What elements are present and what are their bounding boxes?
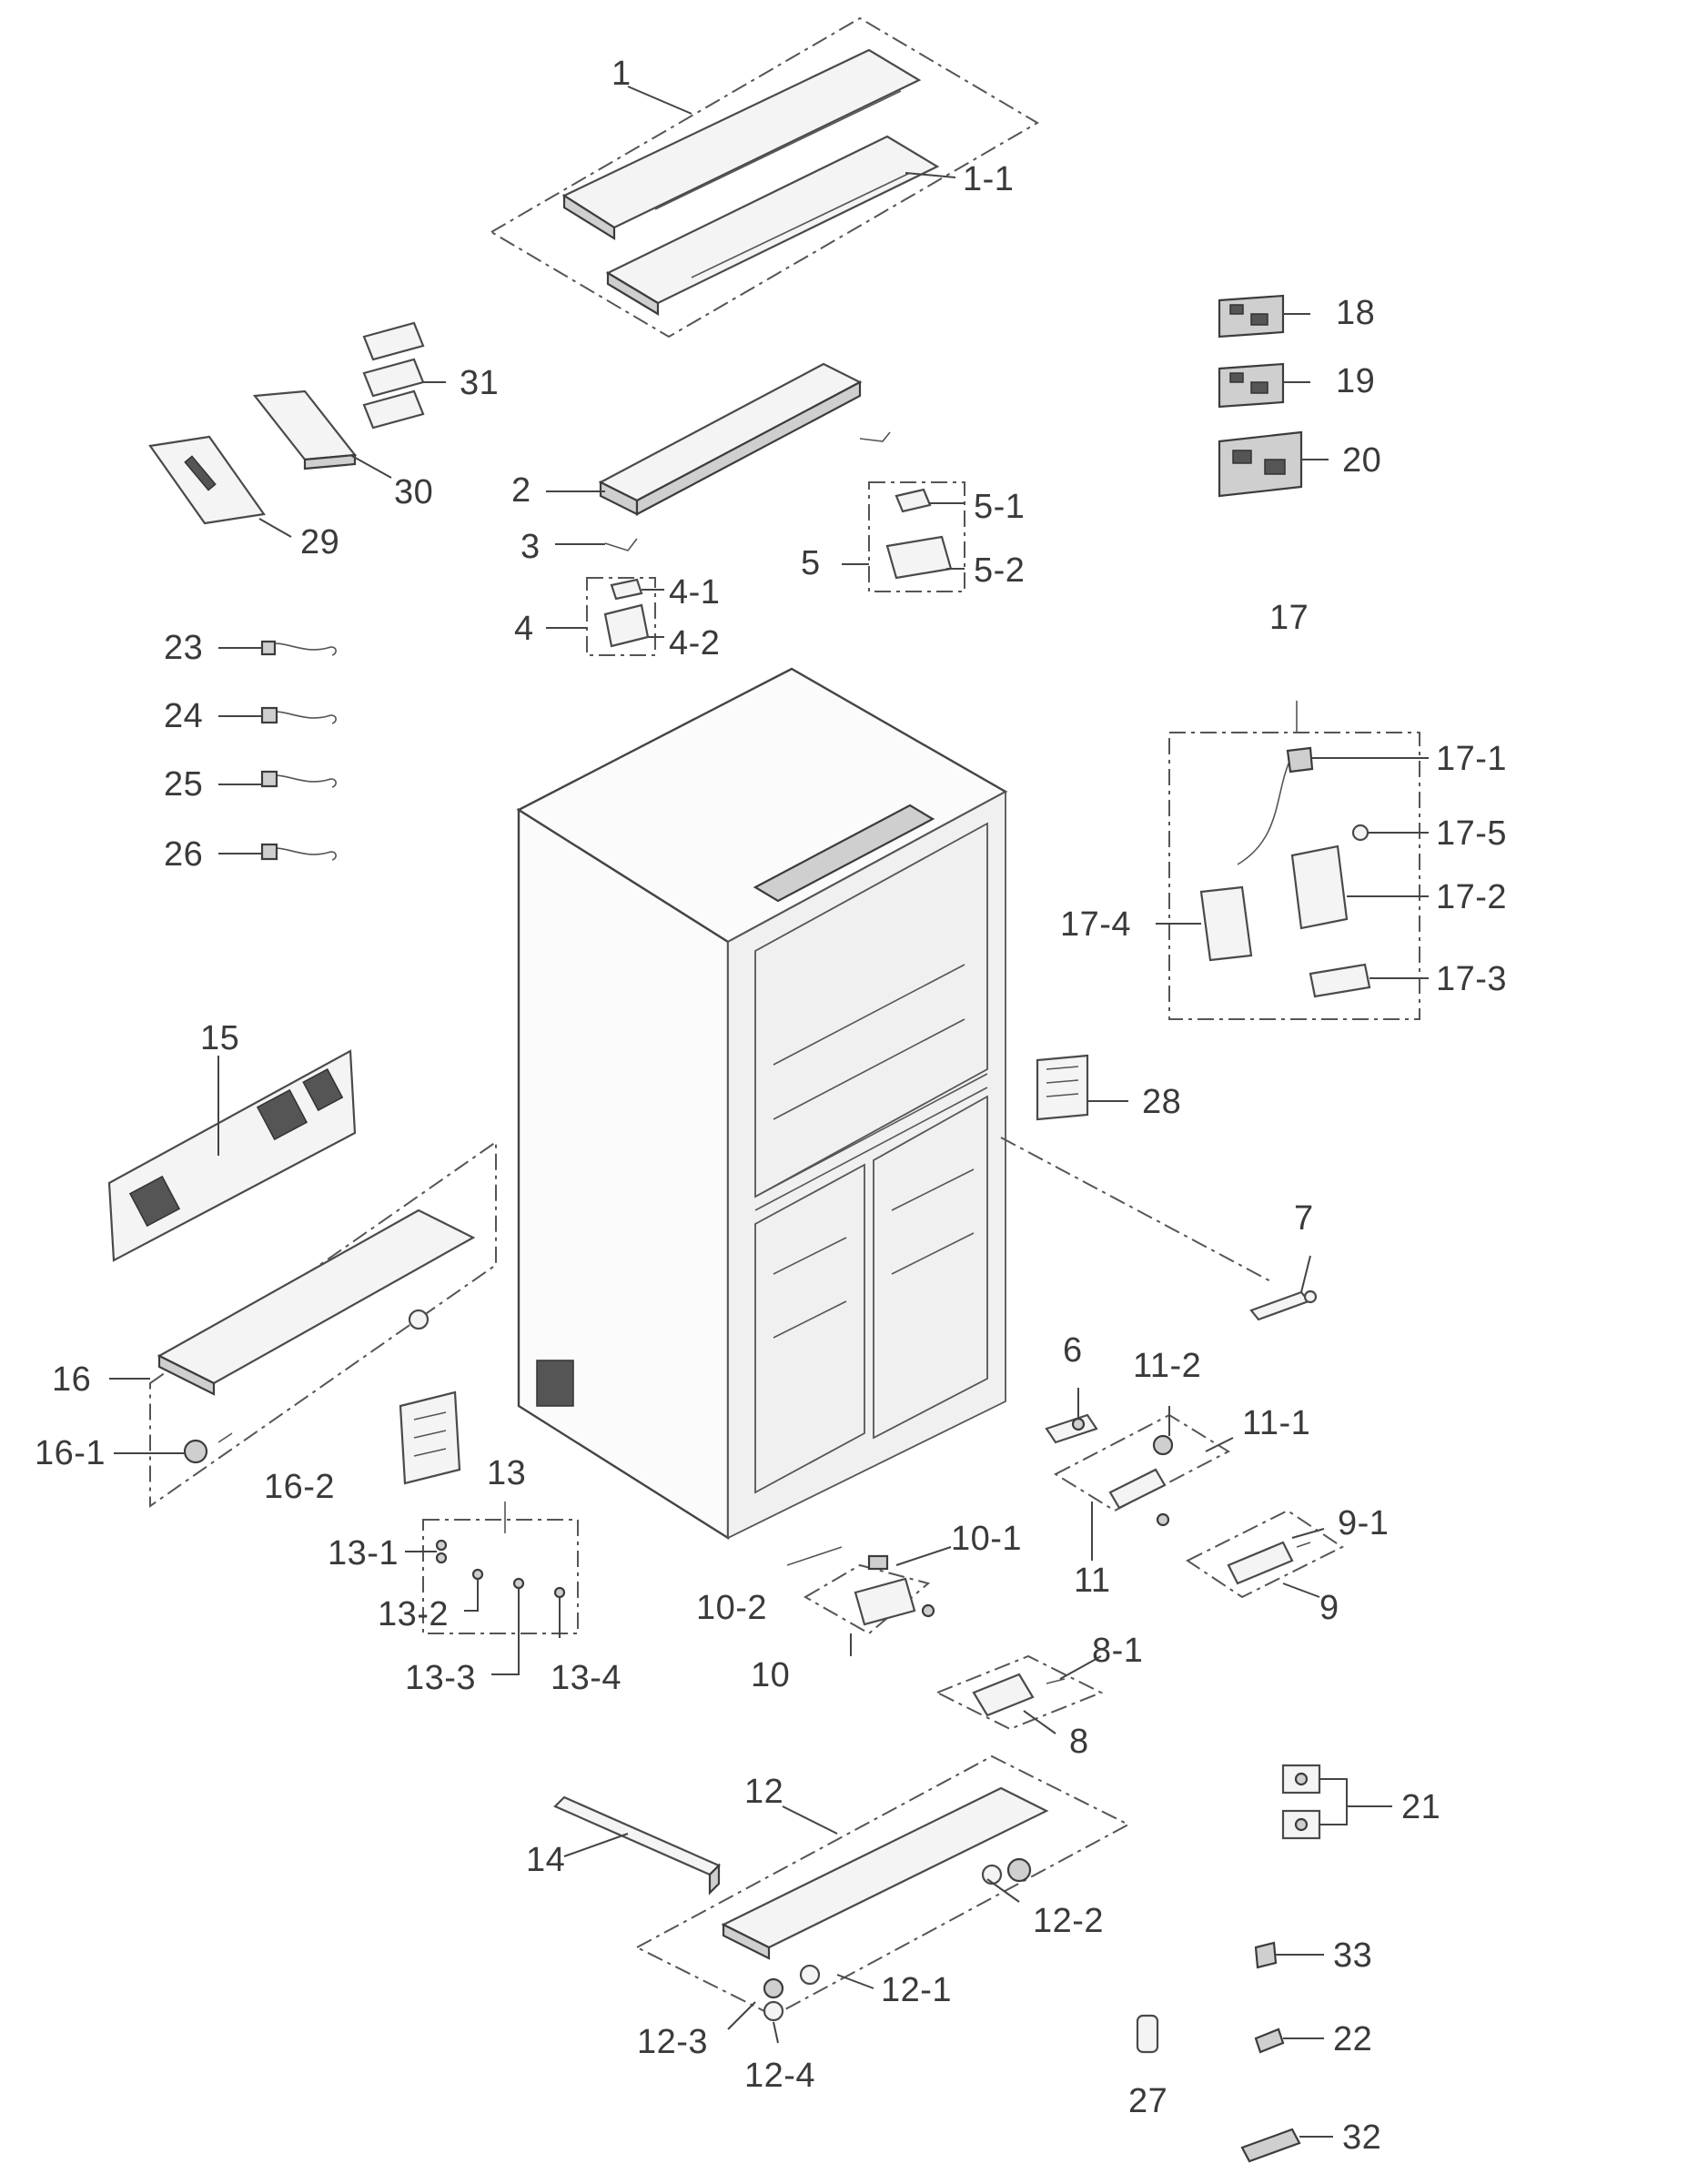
callout-16: 16 [52,1360,92,1399]
part-27-cap [1136,2014,1159,2054]
callout-17: 17 [1269,599,1309,637]
callout-17-3: 17-3 [1436,960,1508,998]
part-32-fitting [1240,2128,1301,2163]
callout-5-1: 5-1 [974,488,1026,526]
callout-13: 13 [487,1454,527,1492]
callout-12: 12 [744,1773,784,1811]
callout-7: 7 [1294,1199,1314,1238]
callout-1: 1 [611,55,632,93]
callout-15: 15 [200,1019,240,1057]
callout-29: 29 [300,523,340,561]
callout-10: 10 [751,1656,791,1694]
part-18-pcb [1218,294,1285,339]
callout-12-2: 12-2 [1033,1902,1105,1940]
part-3-clip [604,538,638,551]
refrigerator-cabinet [516,667,1008,1541]
part-16-1-roller [183,1439,208,1464]
callout-11-2: 11-2 [1133,1347,1202,1385]
callout-21: 21 [1401,1788,1441,1826]
callout-13-3: 13-3 [405,1659,477,1697]
part-12-base [721,1786,1049,2022]
part-30-cover [252,389,358,470]
part-1-top-cover [490,16,1039,339]
callout-5: 5 [801,544,821,582]
callout-13-1: 13-1 [328,1534,399,1572]
callout-11-1: 11-1 [1242,1404,1311,1442]
part-17-assembly [1199,746,1371,998]
parts-23-26-harnesses [260,640,337,861]
callout-22: 22 [1333,2020,1373,2058]
callout-20: 20 [1342,441,1382,480]
callout-8-1: 8-1 [1092,1632,1144,1670]
callout-12-1: 12-1 [881,1971,953,2009]
callout-8: 8 [1069,1723,1089,1761]
part-29-panel [148,435,266,525]
callout-17-2: 17-2 [1436,878,1508,916]
part-19-pcb [1218,362,1285,409]
part-10-hinge [854,1554,935,1626]
callout-9-1: 9-1 [1338,1504,1390,1542]
callout-4-2: 4-2 [669,624,721,662]
callout-9: 9 [1319,1589,1339,1627]
part-8-hinge [972,1673,1066,1717]
callout-14: 14 [526,1841,566,1879]
part-14-rail [553,1795,721,1896]
callout-13-4: 13-4 [551,1659,622,1697]
callout-10-2: 10-2 [696,1589,768,1627]
part-31-pads [362,321,425,430]
part-9-hinge [1227,1541,1311,1585]
part-16-base-plate [157,1208,476,1396]
callout-10-1: 10-1 [951,1520,1023,1558]
callout-26: 26 [164,835,204,874]
callout-16-1: 16-1 [35,1434,106,1472]
callout-5-2: 5-2 [974,551,1026,590]
part-7-hinge [1249,1289,1318,1321]
callout-11: 11 [1074,1562,1111,1600]
callout-4-1: 4-1 [669,573,721,612]
callout-3: 3 [521,528,541,566]
callout-17-1: 17-1 [1436,740,1508,778]
callout-6: 6 [1063,1331,1083,1370]
callout-32: 32 [1342,2118,1382,2157]
part-5-hinge [885,488,953,580]
part-15-back-panel [107,1049,357,1262]
callout-17-4: 17-4 [1060,905,1132,944]
callout-1-1: 1-1 [963,160,1015,198]
callout-27: 27 [1128,2082,1168,2120]
part-2-top-bracket [598,362,863,516]
callout-33: 33 [1333,1936,1373,1975]
callout-19: 19 [1336,362,1376,400]
callout-17-5: 17-5 [1436,814,1508,853]
part-21-brackets [1281,1764,1321,1840]
callout-28: 28 [1142,1083,1182,1121]
callout-12-3: 12-3 [637,2023,709,2061]
callout-31: 31 [460,364,500,402]
part-20-pcb [1218,430,1303,498]
part-33-nut [1254,1941,1278,1969]
callout-2: 2 [511,471,531,510]
part-4-hinge [603,578,650,648]
callout-23: 23 [164,629,204,667]
callout-18: 18 [1336,294,1376,332]
callout-25: 25 [164,765,204,804]
callout-16-2: 16-2 [264,1468,336,1506]
part-22-fitting [1254,2027,1285,2054]
callout-13-2: 13-2 [378,1595,450,1633]
part-11-hinge [1108,1434,1174,1527]
part-13-grille [399,1390,461,1485]
part-28-grille [1036,1054,1089,1121]
part-6-hinge [1045,1413,1098,1444]
callout-4: 4 [514,610,534,648]
part-13-screws [435,1539,566,1599]
callout-12-4: 12-4 [744,2057,816,2095]
callout-30: 30 [394,473,434,511]
callout-24: 24 [164,697,204,735]
